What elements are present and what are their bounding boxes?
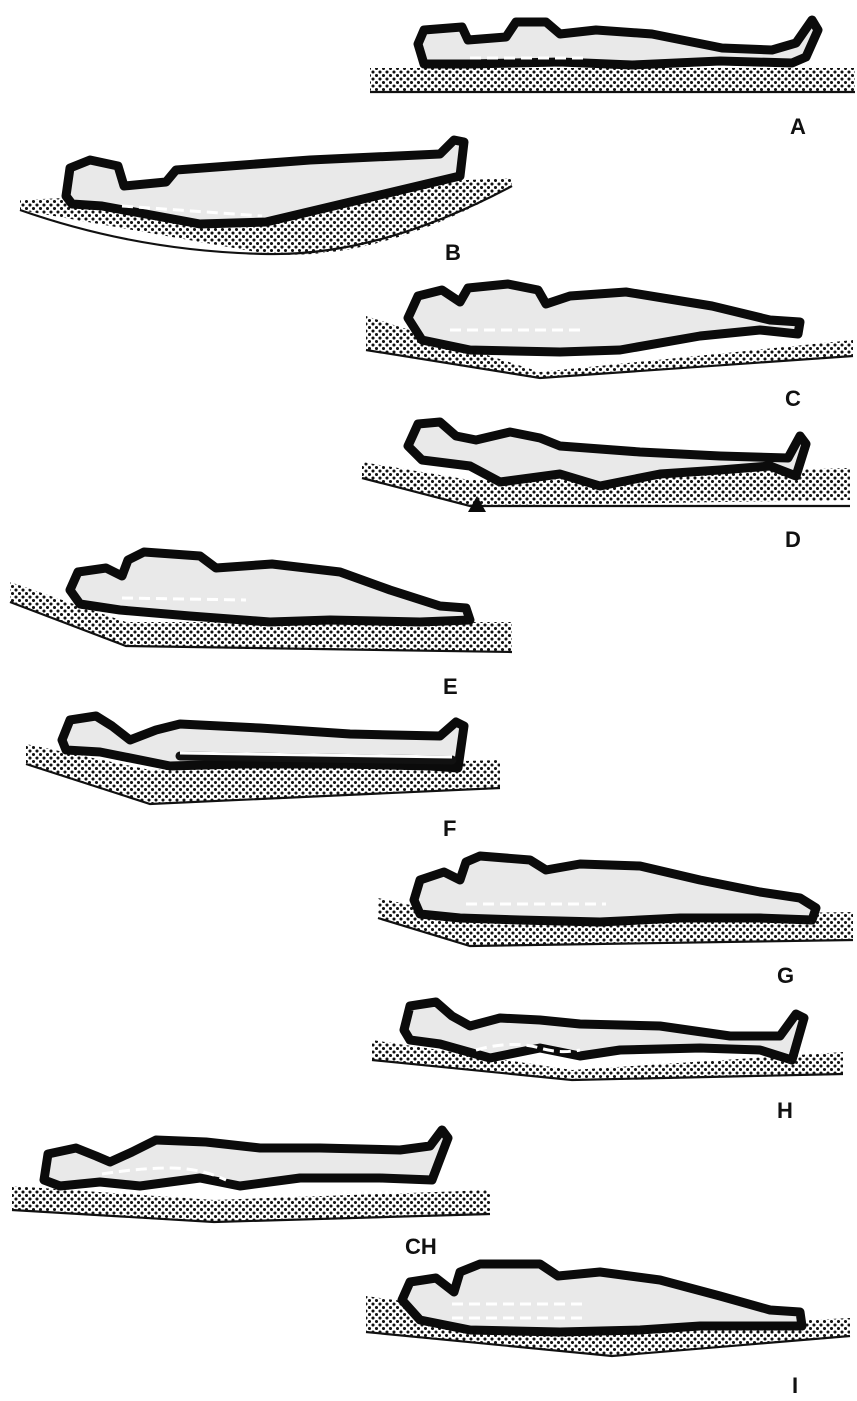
figure-h [372, 1002, 843, 1080]
figure-c [366, 284, 853, 378]
figure-d [362, 422, 850, 512]
patient-body-g [414, 856, 816, 922]
figure-b [20, 140, 512, 255]
figure-label-f: F [443, 818, 456, 840]
figure-label-b: B [445, 242, 461, 264]
patient-body-ch [44, 1130, 448, 1186]
figure-ch [12, 1130, 490, 1222]
figure-e [10, 552, 512, 652]
figure-label-g: G [777, 965, 794, 987]
patient-body-h [404, 1002, 804, 1060]
figure-i [366, 1264, 850, 1356]
figure-label-h: H [777, 1100, 793, 1122]
figure-label-a: A [790, 116, 806, 138]
patient-body-e [70, 552, 470, 622]
figure-g [378, 856, 853, 946]
surface-a [370, 68, 855, 92]
figure-a [370, 20, 855, 92]
patient-body-i [402, 1264, 802, 1332]
figure-f [26, 716, 500, 804]
figure-label-c: C [785, 388, 801, 410]
figure-label-e: E [443, 676, 458, 698]
figure-label-ch: CH [405, 1236, 437, 1258]
figure-label-d: D [785, 529, 801, 551]
patient-body-c [408, 284, 800, 352]
figure-label-i: I [792, 1375, 798, 1397]
